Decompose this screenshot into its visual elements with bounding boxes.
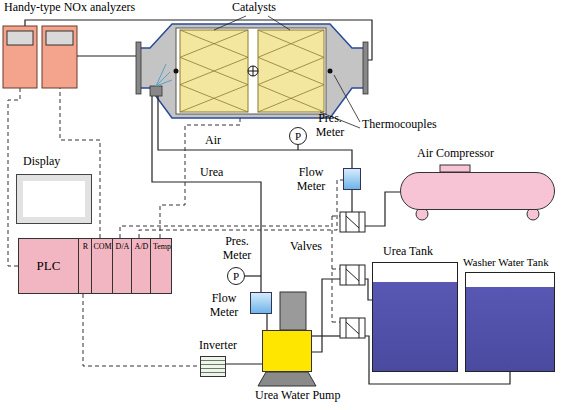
valve-symbol bbox=[340, 212, 365, 232]
plc-port: R bbox=[78, 239, 91, 293]
pressure-meter: PPres. Meter bbox=[289, 127, 307, 145]
flow-meter: Flow Meter bbox=[343, 168, 361, 190]
nox-analyzer bbox=[3, 26, 77, 88]
flow-meter: Flow Meter bbox=[250, 292, 272, 314]
thermocouple bbox=[248, 66, 258, 76]
catalyst-block bbox=[180, 30, 324, 112]
callout-label: Air bbox=[205, 134, 221, 148]
pipe-connector bbox=[266, 314, 267, 330]
leader-line bbox=[214, 16, 246, 30]
callout-label: Urea bbox=[200, 166, 223, 180]
node-label: Washer Water Tank bbox=[463, 256, 549, 269]
signal-wire bbox=[8, 88, 343, 366]
node-label: Temp bbox=[153, 242, 171, 251]
pipe-line bbox=[25, 20, 372, 60]
thermocouple bbox=[174, 66, 333, 76]
urea-tank: Urea Tank bbox=[372, 262, 458, 372]
pipe-line bbox=[158, 96, 352, 168]
callout-label: Valves bbox=[290, 240, 322, 254]
node-label: D/A bbox=[116, 242, 130, 251]
catalyst-pattern bbox=[258, 85, 324, 112]
catalyst-pattern bbox=[258, 30, 324, 57]
catalyst-housing bbox=[176, 28, 326, 114]
node-label: R bbox=[83, 242, 88, 251]
pump-parts bbox=[280, 292, 306, 330]
signal-wire bbox=[83, 294, 200, 366]
plc-box: PLC R COM D/A A/D Temp bbox=[18, 238, 172, 294]
callout-label: Handy-type NOx analyzers bbox=[4, 1, 135, 15]
pump-parts bbox=[258, 372, 316, 386]
valve-symbol bbox=[346, 265, 359, 285]
catalyst-pattern bbox=[258, 57, 324, 84]
catalyst-pattern bbox=[180, 57, 248, 84]
plc-port: COM bbox=[91, 239, 112, 293]
node-label: A/D bbox=[135, 242, 149, 251]
node-label: Flow Meter bbox=[205, 292, 243, 320]
callout-label: Thermocouples bbox=[362, 118, 437, 132]
valve-symbol bbox=[340, 265, 365, 285]
injection-nozzle bbox=[150, 64, 172, 96]
valve-symbol bbox=[340, 318, 365, 338]
washer-water-tank: Washer Water Tank bbox=[465, 272, 555, 372]
signal-wire bbox=[160, 118, 240, 238]
catalyst-block bbox=[258, 30, 324, 112]
node-label: Inverter bbox=[199, 339, 237, 353]
nox-analyzer bbox=[42, 26, 77, 88]
node-label: P bbox=[295, 130, 301, 143]
node-label: Display bbox=[23, 155, 60, 169]
plc-port: A/D bbox=[131, 239, 150, 293]
nox-analyzer bbox=[7, 31, 33, 45]
pipe-line bbox=[365, 192, 400, 226]
valve-symbol bbox=[346, 318, 359, 338]
nox-analyzer bbox=[3, 26, 37, 88]
pressure-meter: PPres. Meter bbox=[227, 267, 245, 285]
catalyst-pattern bbox=[180, 30, 248, 57]
leader-line bbox=[268, 16, 290, 30]
thermocouple bbox=[174, 69, 179, 74]
plc-port: Temp bbox=[150, 239, 172, 293]
pipe-line bbox=[245, 275, 261, 276]
injection-nozzle bbox=[150, 86, 162, 96]
thermocouple bbox=[328, 69, 333, 74]
node-caption: Pres. Meter bbox=[312, 112, 348, 140]
node-label: COM bbox=[93, 242, 111, 251]
pipe-line bbox=[77, 55, 136, 56]
pipe-line bbox=[365, 279, 372, 300]
node-label: Flow Meter bbox=[292, 166, 330, 194]
nox-analyzer bbox=[46, 31, 73, 45]
display-box: Display bbox=[16, 174, 92, 224]
node-label: Air Compressor bbox=[417, 147, 494, 161]
node-caption: Pres. Meter bbox=[218, 235, 256, 263]
catalyst-housing bbox=[136, 24, 368, 118]
valve-symbol bbox=[346, 212, 359, 232]
pipe-line bbox=[297, 145, 298, 150]
catalyst-housing bbox=[136, 42, 141, 94]
pipe-line bbox=[312, 279, 340, 352]
signal-wire bbox=[332, 216, 340, 322]
catalyst-housing bbox=[363, 42, 368, 94]
inverter: Inverter bbox=[200, 356, 226, 377]
pipe-line bbox=[312, 335, 340, 336]
node-label: Urea Water Pump bbox=[255, 389, 340, 403]
node-label: P bbox=[233, 270, 239, 283]
catalyst-block bbox=[180, 30, 248, 112]
pipe-line bbox=[351, 190, 352, 212]
pipe-connector bbox=[226, 363, 262, 364]
valve-symbol bbox=[340, 212, 365, 338]
callout-label: Catalysts bbox=[232, 1, 276, 15]
air-compressor: Air Compressor bbox=[400, 172, 555, 210]
injection-nozzle bbox=[156, 64, 172, 86]
plc-port: D/A bbox=[112, 239, 131, 293]
catalyst-pattern bbox=[180, 85, 248, 112]
compressor-parts bbox=[440, 165, 470, 172]
catalyst-housing bbox=[138, 24, 366, 118]
node-label: PLC bbox=[37, 259, 61, 274]
thermocouple bbox=[248, 66, 258, 76]
node-label: Urea Tank bbox=[383, 245, 433, 259]
urea-water-pump: Urea Water Pump bbox=[262, 330, 312, 372]
